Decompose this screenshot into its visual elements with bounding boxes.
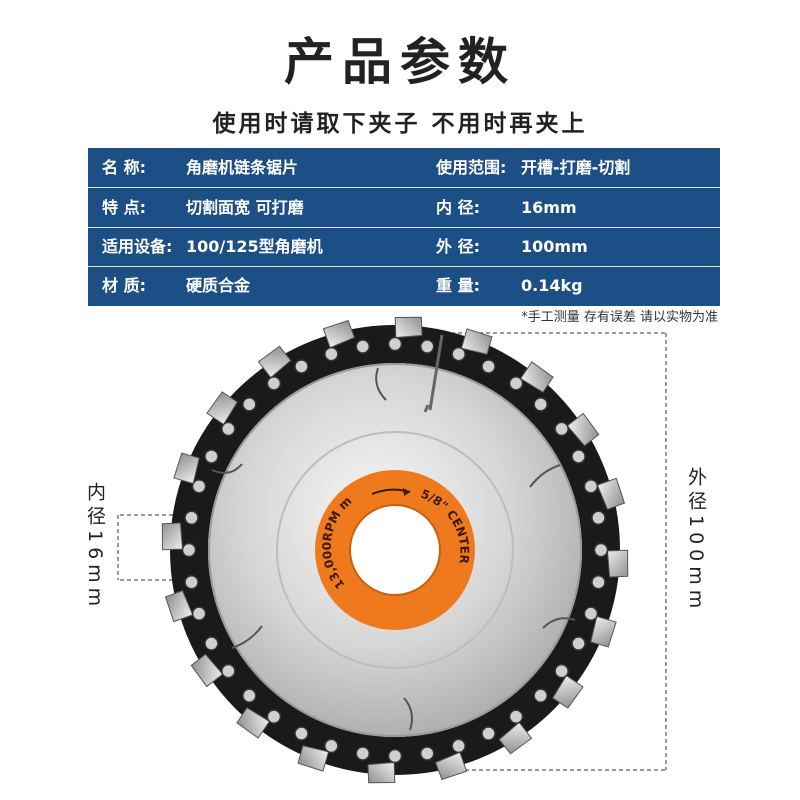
chain-rivet (593, 542, 609, 558)
cutter-tooth (173, 452, 200, 485)
spec-key: 重 量: (436, 276, 480, 295)
chain-rivet (355, 746, 371, 761)
spec-key: 使用范围: (436, 158, 507, 177)
cutter-tooth (322, 319, 356, 349)
chain-rivet (571, 636, 586, 651)
spec-value: 开槽-打磨-切割 (521, 158, 631, 177)
chain-rivet (221, 663, 236, 679)
chain-rivet (451, 346, 466, 362)
disc-inner-ring (276, 431, 514, 669)
chain-rivet (583, 479, 599, 494)
chain-rivet (191, 606, 207, 621)
spec-key: 内 径: (436, 198, 480, 217)
chain-rivet (184, 510, 199, 526)
chain-rivet (508, 376, 524, 391)
cutter-tooth (190, 653, 224, 688)
cutter-tooth (257, 345, 292, 379)
chain-rivet (355, 339, 371, 354)
cutter-tooth (206, 391, 238, 426)
chain-rivet (204, 636, 219, 651)
cutter-tooth (161, 522, 184, 551)
chain-teeth (161, 316, 629, 784)
spec-key: 适用设备: (102, 237, 173, 256)
chain-rivet (481, 726, 496, 741)
chain-rivet (324, 738, 339, 754)
cutter-tooth (566, 412, 600, 447)
spec-key: 外 径: (436, 237, 480, 256)
cutter-tooth (498, 721, 533, 755)
cutter-tooth (460, 328, 493, 355)
spec-value: 切割面宽 可打磨 (186, 198, 304, 217)
chain-rivet (181, 542, 197, 558)
chain-rivet (191, 479, 207, 494)
spec-key: 材 质: (102, 276, 146, 295)
chain-rivet (242, 397, 257, 412)
arbor-hole (349, 504, 441, 596)
chain-rivet (508, 709, 524, 724)
chain-rivet (419, 746, 435, 761)
chain-rivet (387, 336, 403, 352)
spec-key: 特 点: (102, 198, 146, 217)
chain-rivet (294, 359, 309, 374)
cutter-tooth (590, 615, 617, 648)
spec-table: 名 称: 角磨机链条锯片 使用范围: 开槽-打磨-切割 特 点: 切割面宽 可打… (88, 148, 720, 306)
chain-rivet (184, 574, 199, 590)
spec-value: 100mm (521, 237, 588, 256)
spec-value: 16mm (521, 198, 577, 217)
spec-value: 100/125型角磨机 (186, 237, 323, 256)
cutter-tooth (606, 549, 629, 578)
measurement-note: *手工测量 存有误差 请以实物为准 (521, 310, 718, 325)
chain-rivet (419, 339, 435, 354)
chain-rivet (533, 397, 548, 412)
cutter-tooth (297, 745, 330, 772)
chain-rivet (324, 346, 339, 362)
chain-rivet (481, 359, 496, 374)
cutter-tooth (434, 751, 468, 781)
cutter-tooth (367, 761, 396, 784)
chain-rivet (583, 606, 599, 621)
arrowhead-icon (403, 488, 410, 496)
spec-value: 0.14kg (521, 276, 583, 295)
spec-row-name: 名 称: 角磨机链条锯片 使用范围: 开槽-打磨-切割 (88, 148, 720, 188)
cutter-tooth (394, 316, 423, 339)
chain-rivet (451, 738, 466, 754)
chain-rivet (221, 421, 236, 437)
outer-diameter-label: 外径100mm (685, 467, 707, 614)
disc-slots (211, 367, 576, 731)
chain-rivet (591, 574, 606, 590)
chain-links (181, 336, 609, 764)
spec-row-feature: 特 点: 切割面宽 可打磨 内 径: 16mm (88, 188, 720, 228)
chain-rivet (387, 748, 403, 764)
page-subtitle: 使用时请取下夹子 不用时再夹上 (212, 111, 588, 137)
chain-rivet (204, 449, 219, 464)
chain-rivet (294, 726, 309, 741)
chain-rivet (266, 709, 282, 724)
retaining-clip (423, 334, 444, 413)
cutter-tooth (519, 361, 554, 393)
chain-rivet (533, 688, 548, 703)
chain-rivet (554, 421, 569, 437)
chain-rivet (554, 663, 569, 679)
spec-value: 角磨机链条锯片 (186, 158, 299, 177)
cutter-tooth (552, 674, 584, 709)
inner-diameter-label: 内径16mm (84, 482, 106, 612)
chain-rivet (266, 376, 282, 391)
spec-row-device: 适用设备: 100/125型角磨机 外 径: 100mm (88, 227, 720, 267)
chain-rivet (571, 449, 586, 464)
chain-rivet (591, 510, 606, 526)
spec-value: 硬质合金 (186, 276, 251, 295)
spec-key: 名 称: (102, 158, 146, 177)
cutter-tooth (236, 707, 271, 739)
cutter-tooth (596, 477, 626, 511)
page-title: 产品参数 (284, 33, 516, 91)
cutter-tooth (164, 589, 194, 623)
spec-row-material: 材 质: 硬质合金 重 量: 0.14kg (88, 266, 720, 305)
chain-rivet (242, 688, 257, 703)
